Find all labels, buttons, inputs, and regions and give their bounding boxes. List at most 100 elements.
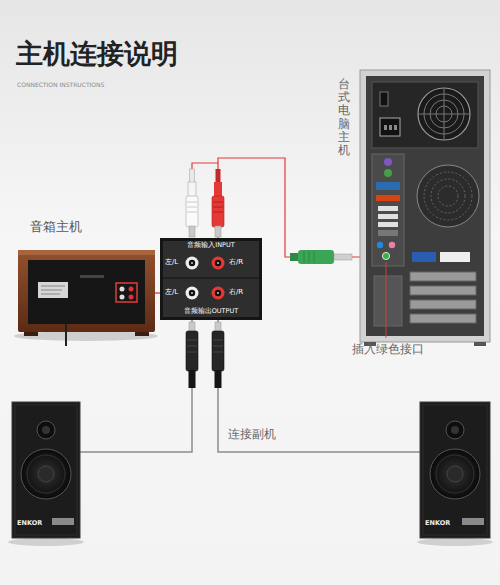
desktop-pc-part xyxy=(444,88,445,140)
rca-input-plugs-part xyxy=(192,163,218,171)
desktop-pc-part xyxy=(386,262,387,338)
left-speaker-part xyxy=(37,421,55,439)
rca-jack xyxy=(186,257,199,270)
edge-label: 连接副机 xyxy=(228,428,276,440)
speaker-main-unit-part xyxy=(41,290,62,291)
speaker-main-unit-box: 音箱主机 xyxy=(18,250,155,332)
desktop-pc-part xyxy=(474,342,486,346)
port-label: 右/R xyxy=(229,259,243,266)
rca-output-plugs-part xyxy=(213,340,223,341)
desktop-pc-part xyxy=(410,272,476,281)
desktop-pc-box: 台式电脑主机 xyxy=(360,70,490,342)
speaker-main-unit-part xyxy=(120,287,125,292)
desktop-pc-part xyxy=(378,230,398,236)
page-title: 主机连接说明 xyxy=(16,40,178,67)
desktop-pc-part xyxy=(366,76,484,336)
right-speaker-part xyxy=(417,538,493,546)
desktop-pc-part xyxy=(384,169,392,177)
brand-label: ENKOR xyxy=(425,520,450,527)
subtitle: CONNECTION INSTRUCTIONS xyxy=(17,82,104,88)
right-speaker-part xyxy=(446,421,464,439)
panel-face xyxy=(163,241,259,317)
desktop-pc-part xyxy=(376,195,400,201)
port-label: 左/L xyxy=(165,259,178,266)
rca-jack-pin xyxy=(217,292,219,294)
rca-jack-hole xyxy=(215,260,221,266)
speaker-main-unit-part xyxy=(38,282,68,298)
left-speaker-part xyxy=(27,455,65,493)
desktop-pc-part xyxy=(382,252,389,259)
speaker-main-unit-part xyxy=(28,260,145,324)
rca-input-plugs-part xyxy=(190,169,195,183)
speaker-main-unit-part xyxy=(41,294,60,295)
rca-output-plugs-part xyxy=(215,322,221,332)
right-speaker-part xyxy=(451,426,459,434)
rca-input-plugs-part xyxy=(187,207,197,208)
desktop-pc-part xyxy=(424,172,472,220)
speaker-box: ENKOR xyxy=(420,402,490,538)
rca-jack xyxy=(212,287,225,300)
rca-output-plugs-part xyxy=(212,331,224,371)
rca-input-plugs-part xyxy=(215,226,221,237)
speaker-main-unit-part xyxy=(14,331,158,341)
desktop-pc-part xyxy=(384,158,392,166)
desktop-pc-part xyxy=(412,252,436,262)
rca-output-plugs-part xyxy=(213,346,223,347)
green-audio-jack-part xyxy=(334,254,352,260)
rca-output-plugs-part xyxy=(215,370,222,388)
rca-input-plugs-part xyxy=(189,226,195,237)
left-speaker-part xyxy=(8,538,84,546)
desktop-pc-part xyxy=(410,286,476,295)
rca-jack-hole xyxy=(189,260,195,266)
right-speaker-part xyxy=(462,518,484,525)
speaker-main-unit-part xyxy=(65,324,67,346)
rca-input-plugs-part xyxy=(187,212,197,213)
desktop-pc xyxy=(360,70,490,346)
desktop-pc-part xyxy=(417,165,479,227)
speaker-main-unit xyxy=(14,250,158,346)
right-speaker-part xyxy=(430,449,480,499)
port-group-label: 音频输入INPUT xyxy=(160,242,262,249)
desktop-pc-part xyxy=(394,125,397,130)
green-audio-jack-part xyxy=(304,251,305,263)
audio-port-panel: 音频输入INPUT左/L右/R左/L右/R音频输出OUTPUT xyxy=(160,238,262,320)
panel-divider xyxy=(163,278,259,279)
right-speaker-part xyxy=(436,455,474,493)
rca-output-plugs-part xyxy=(213,352,223,353)
green-audio-jack-part xyxy=(309,251,310,263)
box-heading: 台式电脑主机 xyxy=(338,78,350,157)
rca-jack-hole xyxy=(189,290,195,296)
speaker-main-unit-part xyxy=(80,275,104,278)
port-label: 右/R xyxy=(229,289,243,296)
box-heading: 音箱主机 xyxy=(30,220,82,233)
speaker-main-unit-part xyxy=(116,283,137,302)
rca-output-plugs-part xyxy=(189,322,195,332)
callout-label: 插入绿色接口 xyxy=(352,343,424,355)
left-speaker-part xyxy=(42,426,50,434)
right-speaker-part xyxy=(420,402,490,538)
green-audio-jack-part xyxy=(314,251,315,263)
desktop-pc-part xyxy=(378,222,398,227)
desktop-pc-part xyxy=(372,154,404,266)
speaker-main-unit-part xyxy=(41,286,65,287)
desktop-pc-part xyxy=(374,276,402,326)
left-speaker-part xyxy=(52,518,74,525)
right-speaker xyxy=(417,402,493,546)
speaker-main-unit-part xyxy=(129,287,134,292)
desktop-pc-part xyxy=(380,92,388,106)
desktop-pc-part xyxy=(378,214,398,219)
right-speaker-part xyxy=(447,466,463,482)
rca-input-plugs-part xyxy=(213,207,223,208)
left-speaker-part xyxy=(15,405,77,535)
left-speaker-part xyxy=(21,449,71,499)
rca-input-plugs-part xyxy=(213,202,223,203)
rca-jack-pin xyxy=(191,262,193,264)
speaker-main-unit-part xyxy=(129,295,134,300)
desktop-pc-part xyxy=(438,186,458,206)
rca-jack xyxy=(212,257,225,270)
desktop-pc-part xyxy=(384,125,387,130)
desktop-pc-part xyxy=(431,179,465,213)
rca-jack-pin xyxy=(191,292,193,294)
rca-output-plugs-part xyxy=(187,346,197,347)
